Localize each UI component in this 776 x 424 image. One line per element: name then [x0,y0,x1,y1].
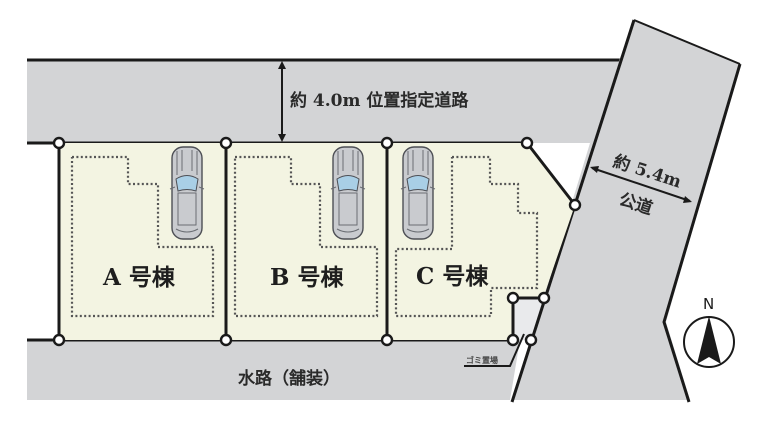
lot-c-label: C 号棟 [416,263,489,290]
garbage-station-label: ゴミ置場 [466,355,498,365]
north-road-label: 約 4.0m 位置指定道路 [290,90,469,111]
boundary-posts [52,136,582,347]
lot-b-label: B 号棟 [270,264,344,291]
compass-n-label: N [703,295,714,313]
car-icon-a [169,146,205,240]
north-road-dimension-arrow [278,61,286,142]
lot-boundaries [57,142,577,340]
car-icon-b [330,146,366,240]
lot-c [387,143,575,340]
east-road [510,19,742,403]
south-channel-label: 水路（舗装） [238,368,340,389]
east-road-dimension-arrow [590,166,692,203]
garbage-leader-line [464,333,525,367]
north-compass-icon: N [683,295,735,368]
lot-a-label: A 号棟 [102,264,176,291]
car-icon-c [400,146,436,240]
